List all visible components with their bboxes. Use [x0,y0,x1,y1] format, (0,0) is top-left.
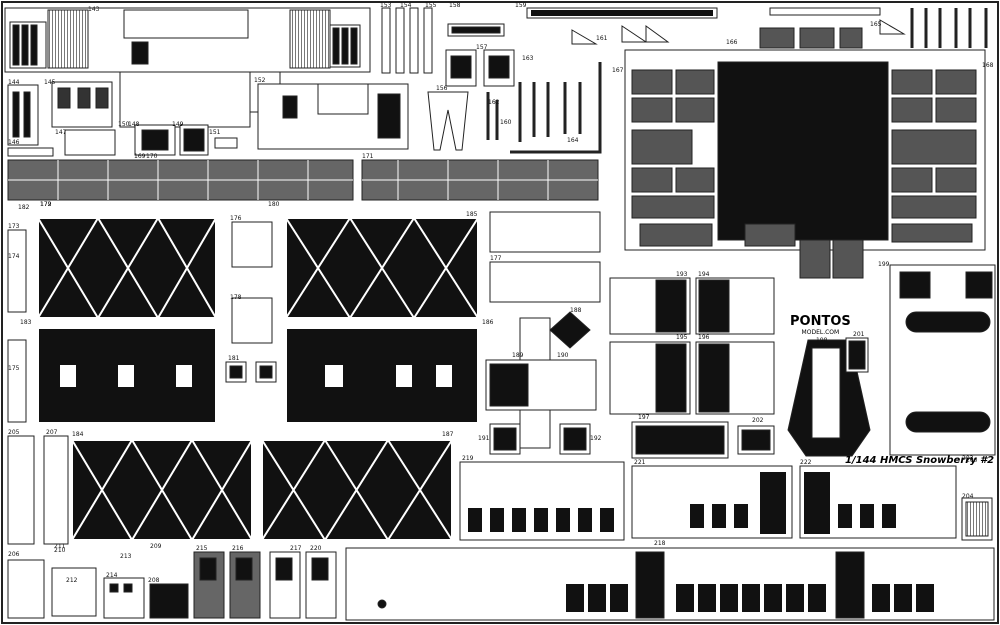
part-number-213: 213 [120,553,132,560]
part-number-163: 163 [522,55,534,62]
part-number-192: 192 [590,435,602,442]
part-number-194: 194 [698,271,710,278]
part-number-162: 162 [488,99,500,106]
part-number-170: 170 [146,153,158,160]
part-number-195: 195 [676,334,688,341]
part-number-203: 203 [962,455,974,462]
part-number-148: 148 [128,121,140,128]
part-number-151: 151 [209,129,221,136]
part-number-174: 174 [8,253,20,260]
brand-site: MODEL.COM [801,329,840,336]
part-number-144: 144 [8,79,20,86]
part-number-171: 171 [362,153,374,160]
part-number-156: 156 [436,85,448,92]
part-number-208: 208 [148,577,160,584]
part-number-152: 152 [254,77,266,84]
part-number-200: 200 [966,457,978,464]
part-number-185: 185 [466,211,478,218]
part-number-155: 155 [425,2,437,9]
part-number-214: 214 [106,572,118,579]
part-number-219: 219 [462,455,474,462]
part-number-209: 209 [150,543,162,550]
part-number-159: 159 [515,2,527,9]
part-number-157: 157 [476,44,488,51]
part-number-178: 178 [230,294,242,301]
part-143 [4,7,371,128]
part-number-197: 197 [638,414,650,421]
part-number-165: 165 [870,21,882,28]
part-number-186: 186 [482,319,494,326]
part-number-201: 201 [853,331,865,338]
part-number-172: 172 [40,201,52,208]
part-number-202: 202 [752,417,764,424]
part-number-145: 145 [44,79,56,86]
part-number-158: 158 [449,2,461,9]
brand-logo: PONTOS MODEL.COM [790,314,851,337]
part-number-215: 215 [196,545,208,552]
part-number-199: 199 [878,261,890,268]
part-number-175: 175 [8,365,20,372]
part-number-164: 164 [567,137,579,144]
part-167-deck [624,27,986,279]
part-number-177: 177 [490,255,502,262]
part-number-187: 187 [442,431,454,438]
part-number-204: 204 [962,493,974,500]
part-number-168: 168 [982,62,994,69]
part-number-169: 169 [134,153,146,160]
part-number-221: 221 [634,459,646,466]
part-number-161: 161 [596,35,608,42]
part-number-212: 212 [66,577,78,584]
part-number-210: 210 [54,547,66,554]
part-number-205: 205 [8,429,20,436]
part-number-167: 167 [612,67,624,74]
part-number-220: 220 [310,545,322,552]
gratings [37,217,479,541]
part-number-173: 173 [8,223,20,230]
part-number-190: 190 [557,352,569,359]
fret-title: 1/144 HMCS Snowberry #2 [845,455,995,466]
part-number-146: 146 [8,139,20,146]
part-number-180: 180 [268,201,280,208]
part-number-182: 182 [18,204,30,211]
part-number-160: 160 [500,119,512,126]
part-number-196: 196 [698,334,710,341]
part-number-149: 149 [172,121,184,128]
part-number-183: 183 [20,319,32,326]
part-number-207: 207 [46,429,58,436]
part-number-143: 143 [88,6,100,13]
part-number-211: 211 [54,543,66,550]
part-number-206: 206 [8,551,20,558]
part-number-217: 217 [290,545,302,552]
part-number-189: 189 [512,352,524,359]
part-number-150: 150 [118,121,130,128]
part-number-191: 191 [478,435,490,442]
part-number-193: 193 [676,271,688,278]
part-number-184: 184 [72,431,84,438]
part-number-198: 198 [816,337,828,344]
part-number-154: 154 [400,2,412,9]
part-number-166: 166 [726,39,738,46]
part-number-147: 147 [55,129,67,136]
part-number-222: 222 [800,459,812,466]
part-number-216: 216 [232,545,244,552]
part-number-181: 181 [228,355,240,362]
brand-name: PONTOS [790,314,851,329]
part-number-176: 176 [230,215,242,222]
part-number-179: 179 [40,201,52,208]
part-number-153: 153 [380,2,392,9]
part-number-188: 188 [570,307,582,314]
part-number-218: 218 [654,540,666,547]
